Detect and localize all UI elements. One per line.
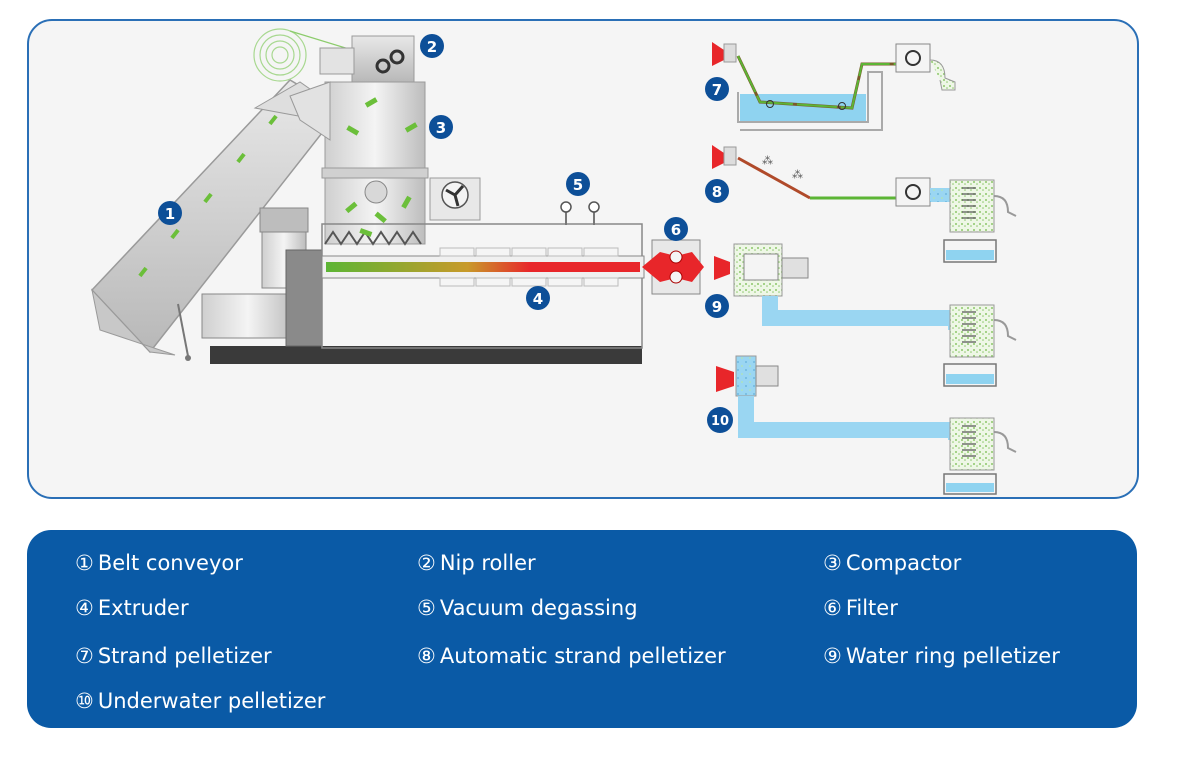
svg-text:7: 7 [712,81,722,99]
svg-text:6: 6 [671,221,681,239]
svg-text:1: 1 [165,205,175,223]
compactor [289,81,429,246]
legend-label: Vacuum degassing [439,596,638,620]
legend-label: Automatic strand pelletizer [439,644,726,668]
legend-label: Strand pelletizer [97,644,272,668]
legend-number: ⑩ [75,689,94,713]
svg-text:8: 8 [712,183,722,201]
drive-motor [201,207,323,347]
marker-5: 5 [566,172,590,196]
legend-label: Compactor [845,551,962,575]
marker-9: 9 [705,294,729,318]
marker-3: 3 [429,115,453,139]
legend-number: ① [75,551,94,575]
legend-label: Water ring pelletizer [845,644,1060,668]
svg-text:2: 2 [427,38,437,56]
legend-number: ④ [75,596,94,620]
legend-number: ⑥ [823,596,842,620]
machine-base [210,346,642,364]
marker-10: 10 [707,407,733,433]
legend-label: Nip roller [439,551,536,575]
nip-roller [319,35,415,83]
legend-number: ⑨ [823,644,842,668]
process-diagram: ⁂ ⁂ [27,19,1139,499]
legend-number: ⑧ [417,644,436,668]
cooling-fan [429,177,481,221]
legend-label: Belt conveyor [97,551,243,575]
underwater-pelletizer [716,355,1017,495]
strand-pelletizer [712,42,956,131]
svg-text:5: 5 [573,176,583,194]
svg-text:9: 9 [712,298,722,316]
svg-text:3: 3 [436,119,446,137]
vacuum-degassing [560,201,600,225]
svg-text:4: 4 [533,290,543,308]
marker-2: 2 [420,34,444,58]
legend-number: ⑤ [417,596,436,620]
legend-label: Extruder [97,596,189,620]
marker-8: 8 [705,179,729,203]
legend-number: ② [417,551,436,575]
svg-text:⁂: ⁂ [792,168,803,181]
legend-number: ③ [823,551,842,575]
svg-text:⁂: ⁂ [762,154,773,167]
water-ring-pelletizer [714,243,1017,387]
marker-7: 7 [705,77,729,101]
filter-unit [642,239,704,295]
marker-1: 1 [158,201,182,225]
legend-number: ⑦ [75,644,94,668]
automatic-strand-pelletizer: ⁂ ⁂ [712,145,1017,263]
marker-6: 6 [664,217,688,241]
extruder [321,223,645,349]
marker-4: 4 [526,286,550,310]
legend-label: Filter [845,596,898,620]
legend-label: Underwater pelletizer [97,689,326,713]
svg-text:10: 10 [711,414,729,429]
